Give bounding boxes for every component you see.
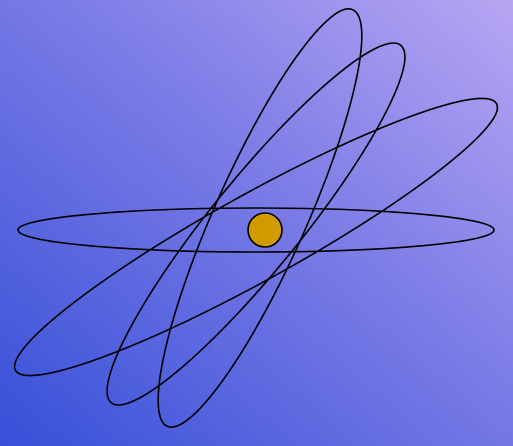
nucleus xyxy=(248,213,282,247)
